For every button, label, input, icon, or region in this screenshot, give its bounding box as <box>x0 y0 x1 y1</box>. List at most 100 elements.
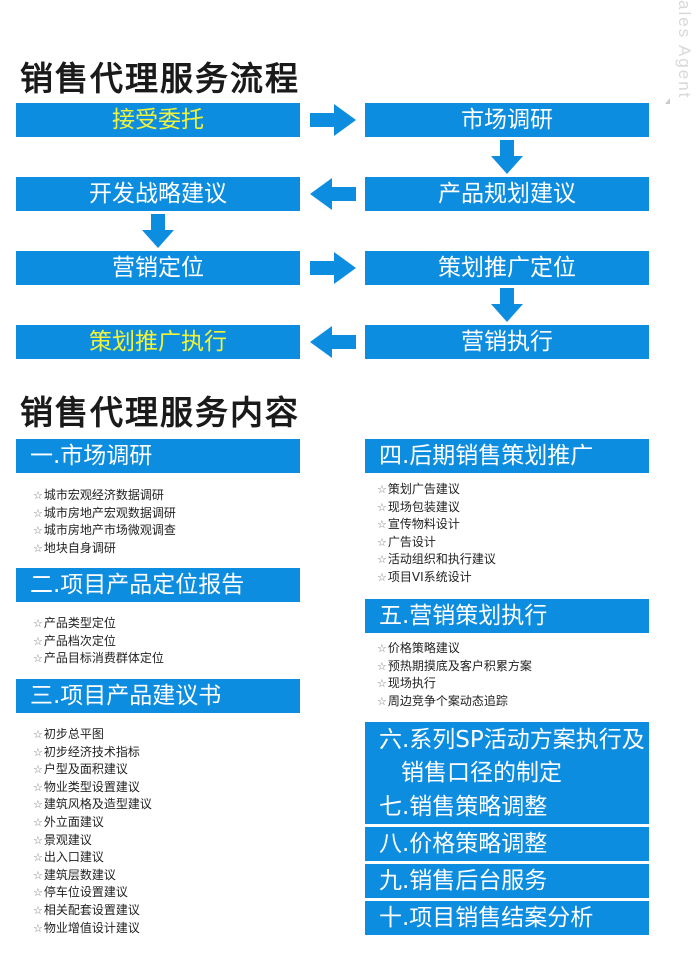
section-header-closing-analysis: 十.项目销售结案分析 <box>365 901 649 935</box>
star-bullet-icon: ☆ <box>33 506 43 520</box>
list-item-text: 策划广告建议 <box>387 482 460 496</box>
section-header-sp-line1: 六.系列SP活动方案执行及 <box>379 727 645 753</box>
arrow-left-icon <box>310 178 356 210</box>
list-item: ☆城市宏观经济数据调研 <box>33 487 176 505</box>
list-item: ☆物业类型设置建议 <box>33 779 152 797</box>
section-header-late-promotion: 四.后期销售策划推广 <box>365 439 649 473</box>
list-item-text: 现场执行 <box>387 676 436 691</box>
list-item: ☆广告设计 <box>377 534 496 552</box>
list-item-text: 相关配套设置建议 <box>43 902 140 917</box>
list-item-text: 周边竞争个案动态追踪 <box>387 693 508 708</box>
section-header-sp-line2: 销售口径的制定 <box>401 760 562 786</box>
list-item: ☆物业增值设计建议 <box>33 920 152 938</box>
list-item-text: 物业增值设计建议 <box>43 920 140 935</box>
section-header-positioning-report: 二.项目产品定位报告 <box>16 568 300 602</box>
arrow-down-icon <box>491 288 523 322</box>
list-item-text: 活动组织和执行建议 <box>387 552 496 567</box>
flow-title: 销售代理服务流程 <box>20 59 300 98</box>
list-item: ☆产品目标消费群体定位 <box>33 650 164 668</box>
list-item: ☆预热期摸底及客户积累方案 <box>377 658 532 676</box>
section-header-product-proposal: 三.项目产品建议书 <box>16 679 300 713</box>
arrow-down-icon <box>142 214 174 248</box>
star-bullet-icon: ☆ <box>33 541 43 555</box>
flow-step-market-research: 市场调研 <box>365 103 649 137</box>
flow-step-marketing-execution: 营销执行 <box>365 325 649 359</box>
list-item-text: 广告设计 <box>387 534 436 549</box>
list-item: ☆周边竞争个案动态追踪 <box>377 693 532 711</box>
star-bullet-icon: ☆ <box>33 524 43 538</box>
star-bullet-icon: ☆ <box>377 483 387 496</box>
list-item-text: 建筑层数建议 <box>43 867 116 882</box>
section-items-late-promotion: ☆策划广告建议☆现场包装建议☆宣传物料设计☆广告设计☆活动组织和执行建议☆项目V… <box>377 481 496 587</box>
list-item-text: 户型及面积建议 <box>43 762 128 777</box>
star-bullet-icon: ☆ <box>377 535 387 549</box>
star-bullet-icon: ☆ <box>33 833 43 847</box>
list-item: ☆相关配套设置建议 <box>33 902 152 920</box>
section-items-market-research: ☆城市宏观经济数据调研☆城市房地产宏观数据调研☆城市房地产市场微观调查☆地块自身… <box>33 487 176 557</box>
list-item: ☆活动组织和执行建议 <box>377 551 496 569</box>
arrow-right-icon <box>310 252 356 284</box>
list-item: ☆初步总平图 <box>33 726 152 744</box>
star-bullet-icon: ☆ <box>33 763 43 777</box>
arrow-down-icon <box>491 140 523 174</box>
star-bullet-icon: ☆ <box>33 798 43 812</box>
list-item-text: 产品档次定位 <box>43 633 116 648</box>
arrow-right-icon <box>310 104 356 136</box>
star-bullet-icon: ☆ <box>377 553 387 567</box>
list-item: ☆停车位设置建议 <box>33 884 152 902</box>
list-item-text: 产品目标消费群体定位 <box>43 651 164 666</box>
flow-step-promo-execution: 策划推广执行 <box>16 325 300 359</box>
star-bullet-icon: ☆ <box>377 677 387 691</box>
flow-step-marketing-position: 营销定位 <box>16 251 300 285</box>
list-item: ☆地块自身调研 <box>33 540 176 558</box>
star-bullet-icon: ☆ <box>377 570 387 584</box>
list-item-text: 建筑风格及造型建议 <box>43 797 152 812</box>
list-item: ☆项目VI系统设计 <box>377 569 496 587</box>
star-bullet-icon: ☆ <box>33 851 43 865</box>
star-bullet-icon: ☆ <box>377 642 387 655</box>
section-header-sp-activities: 六.系列SP活动方案执行及 销售口径的制定 <box>365 722 649 792</box>
list-item-text: 停车位设置建议 <box>43 885 128 900</box>
star-bullet-icon: ☆ <box>33 815 43 829</box>
list-item: ☆现场执行 <box>377 675 532 693</box>
star-bullet-icon: ☆ <box>33 652 43 666</box>
list-item-text: 城市房地产市场微观调查 <box>43 523 176 538</box>
section-items-positioning-report: ☆产品类型定位☆产品档次定位☆产品目标消费群体定位 <box>33 615 164 668</box>
corner-watermark-text: ales Agent <box>675 0 694 100</box>
section-header-price-strategy: 八.价格策略调整 <box>365 827 649 861</box>
list-item: ☆出入口建议 <box>33 849 152 867</box>
list-item: ☆景观建议 <box>33 832 152 850</box>
arrow-left-icon <box>310 326 356 358</box>
star-bullet-icon: ☆ <box>33 745 43 759</box>
star-bullet-icon: ☆ <box>377 500 387 514</box>
list-item: ☆初步经济技术指标 <box>33 744 152 762</box>
list-item: ☆现场包装建议 <box>377 499 496 517</box>
list-item-text: 城市宏观经济数据调研 <box>43 488 164 502</box>
list-item-text: 项目VI系统设计 <box>387 569 472 584</box>
list-item: ☆外立面建议 <box>33 814 152 832</box>
list-item: ☆户型及面积建议 <box>33 761 152 779</box>
list-item: ☆宣传物料设计 <box>377 516 496 534</box>
star-bullet-icon: ☆ <box>33 780 43 794</box>
section-header-sales-strategy: 七.销售策略调整 <box>365 790 649 824</box>
star-bullet-icon: ☆ <box>377 659 387 673</box>
list-item: ☆城市房地产市场微观调查 <box>33 522 176 540</box>
section-header-market-research: 一.市场调研 <box>16 439 300 473</box>
flow-step-accept: 接受委托 <box>16 103 300 137</box>
section-header-marketing-execution: 五.营销策划执行 <box>365 599 649 633</box>
section-items-product-proposal: ☆初步总平图☆初步经济技术指标☆户型及面积建议☆物业类型设置建议☆建筑风格及造型… <box>33 726 152 937</box>
list-item: ☆价格策略建议 <box>377 640 532 658</box>
list-item: ☆策划广告建议 <box>377 481 496 499</box>
list-item-text: 宣传物料设计 <box>387 517 460 532</box>
list-item: ☆建筑层数建议 <box>33 867 152 885</box>
star-bullet-icon: ☆ <box>33 921 43 935</box>
flow-step-product-plan: 产品规划建议 <box>365 177 649 211</box>
list-item-text: 城市房地产宏观数据调研 <box>43 505 176 520</box>
list-item-text: 价格策略建议 <box>387 641 460 655</box>
flow-step-strategy: 开发战略建议 <box>16 177 300 211</box>
section-items-marketing-execution: ☆价格策略建议☆预热期摸底及客户积累方案☆现场执行☆周边竞争个案动态追踪 <box>377 640 532 710</box>
list-item-text: 物业类型设置建议 <box>43 779 140 794</box>
star-bullet-icon: ☆ <box>33 903 43 917</box>
list-item-text: 外立面建议 <box>43 814 104 829</box>
list-item-text: 出入口建议 <box>43 850 104 865</box>
